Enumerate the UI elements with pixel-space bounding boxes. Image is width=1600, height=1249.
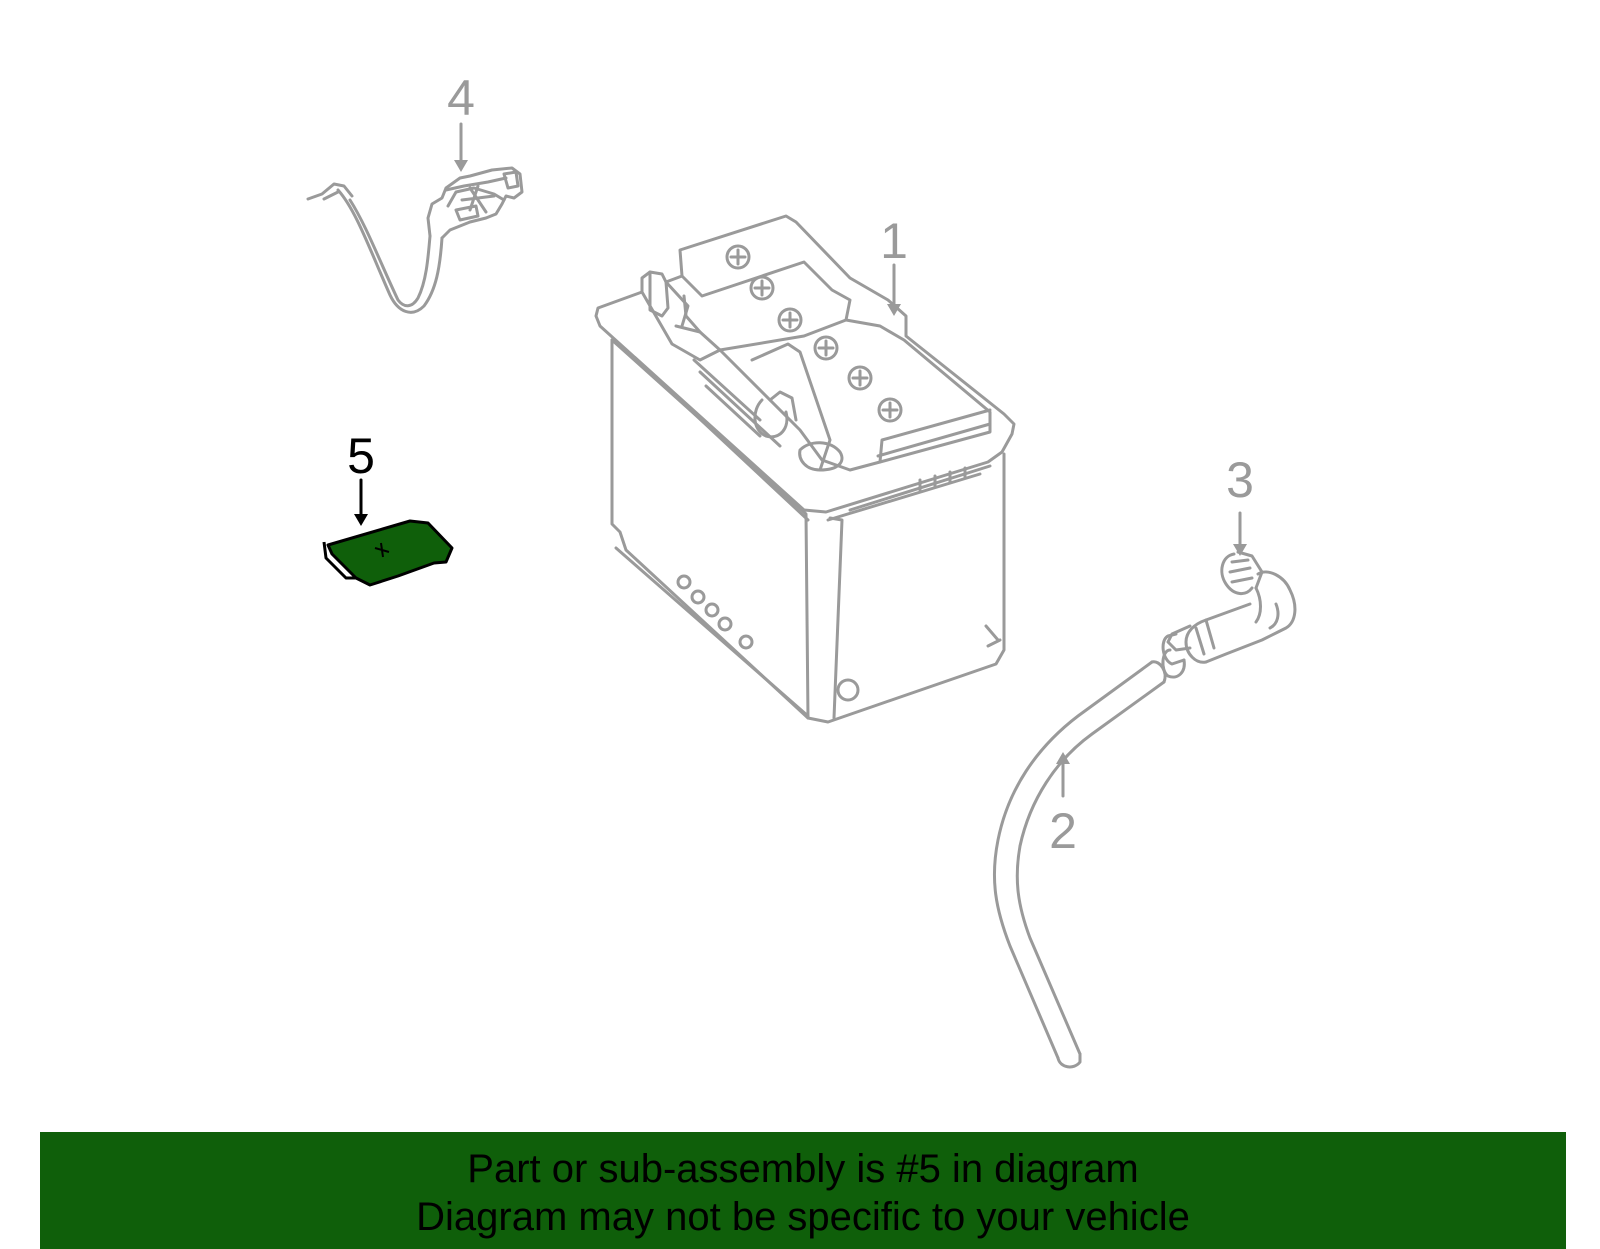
- callout-arrow-5: [354, 478, 368, 526]
- battery-icon: [594, 214, 1016, 724]
- callout-4: 4: [447, 70, 475, 126]
- callout-arrow-3: [1233, 511, 1247, 556]
- banner-line-disclaimer: Diagram may not be specific to your vehi…: [416, 1195, 1190, 1239]
- callout-arrow-4: [454, 122, 468, 172]
- callout-2: 2: [1049, 803, 1077, 859]
- hose-icon: [992, 660, 1167, 1069]
- info-banner: Part or sub-assembly is #5 in diagram Di…: [40, 1132, 1566, 1249]
- callout-arrow-2: [1056, 752, 1070, 798]
- elbow-connector-icon: [1161, 550, 1297, 679]
- terminal-cover-icon: [322, 519, 454, 587]
- banner-line-part-number: Part or sub-assembly is #5 in diagram: [467, 1147, 1139, 1191]
- callout-arrows: [354, 122, 1247, 798]
- callout-5: 5: [347, 428, 375, 484]
- battery-cable-icon: [306, 166, 524, 314]
- callout-arrow-1: [887, 263, 901, 316]
- callout-3: 3: [1226, 452, 1254, 508]
- callout-1: 1: [880, 213, 908, 269]
